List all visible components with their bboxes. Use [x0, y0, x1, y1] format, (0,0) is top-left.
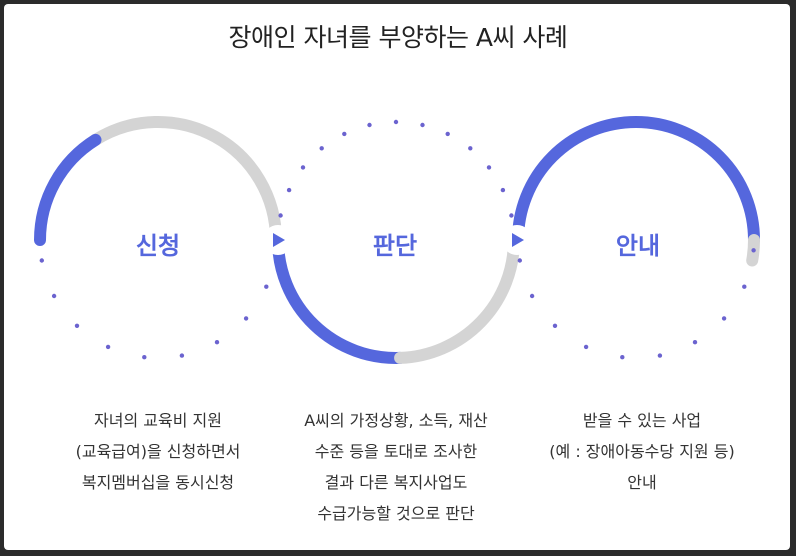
circle-dot — [500, 187, 506, 193]
circle-dot — [243, 316, 249, 321]
circle-dot — [264, 284, 269, 289]
desc-line: (예 : 장애아동수당 지원 등) — [549, 442, 735, 461]
circle-dot — [286, 187, 292, 193]
circle-dot — [583, 344, 589, 350]
arrow-right-icon — [273, 233, 285, 247]
circle-dot — [319, 146, 324, 151]
desc-line: 수급가능할 것으로 판단 — [317, 504, 475, 523]
desc-line: 수준 등을 토대로 조사한 — [314, 442, 478, 461]
circle-dot — [179, 353, 185, 358]
circle-dot — [509, 213, 514, 218]
diagram-card — [4, 4, 790, 550]
circle-dot — [529, 293, 535, 299]
circle-progress-arc — [512, 116, 760, 246]
circle-dot — [445, 131, 450, 137]
circle-dot — [517, 258, 522, 263]
circle-dot — [142, 355, 147, 360]
circle-progress-arc — [34, 133, 102, 246]
circle-dot — [552, 323, 558, 328]
circle-dot — [620, 355, 625, 360]
desc-line: 안내 — [627, 473, 657, 492]
circle-dot — [214, 340, 220, 345]
circle-dot — [751, 248, 756, 253]
circle-dot — [721, 316, 727, 321]
step-label-apply: 신청 — [135, 232, 181, 260]
circle-dot — [39, 258, 44, 263]
desc-line: 결과 다른 복지사업도 — [324, 473, 468, 492]
step-desc-judge: A씨의 가정상황, 소득, 재산 수준 등을 토대로 조사한 결과 다른 복지사… — [271, 405, 521, 529]
circle-dot — [105, 344, 111, 350]
step-label-guide: 안내 — [615, 232, 661, 260]
circle-progress-arc — [272, 234, 407, 364]
circle-track-arc — [394, 234, 520, 364]
step-label-judge: 판단 — [372, 232, 418, 260]
circle-dot — [74, 323, 80, 328]
circle-track-arc — [89, 116, 282, 246]
circle-dot — [420, 122, 425, 128]
desc-line: 자녀의 교육비 지원 — [94, 411, 222, 430]
desc-line: A씨의 가정상황, 소득, 재산 — [304, 411, 488, 430]
circle-dot — [51, 293, 57, 299]
circle-dot — [278, 213, 283, 218]
circle-dot — [342, 131, 347, 137]
circle-dot — [468, 146, 473, 151]
step-desc-guide: 받을 수 있는 사업 (예 : 장애아동수당 지원 등) 안내 — [517, 405, 767, 498]
circle-dot — [692, 340, 698, 345]
circle-dot — [742, 284, 747, 289]
circle-dot — [657, 353, 663, 358]
desc-line: (교육급여)을 신청하면서 — [75, 442, 241, 461]
circle-dot — [300, 165, 306, 170]
circle-dot — [393, 119, 399, 125]
circle-dot — [367, 122, 372, 128]
arrow-right-icon — [512, 233, 524, 247]
page-title: 장애인 자녀를 부양하는 A씨 사례 — [228, 23, 568, 52]
step-desc-apply: 자녀의 교육비 지원 (교육급여)을 신청하면서 복지멤버십을 동시신청 — [33, 405, 283, 498]
desc-line: 받을 수 있는 사업 — [582, 411, 702, 430]
circle-dot — [486, 165, 492, 170]
desc-line: 복지멤버십을 동시신청 — [81, 473, 235, 492]
